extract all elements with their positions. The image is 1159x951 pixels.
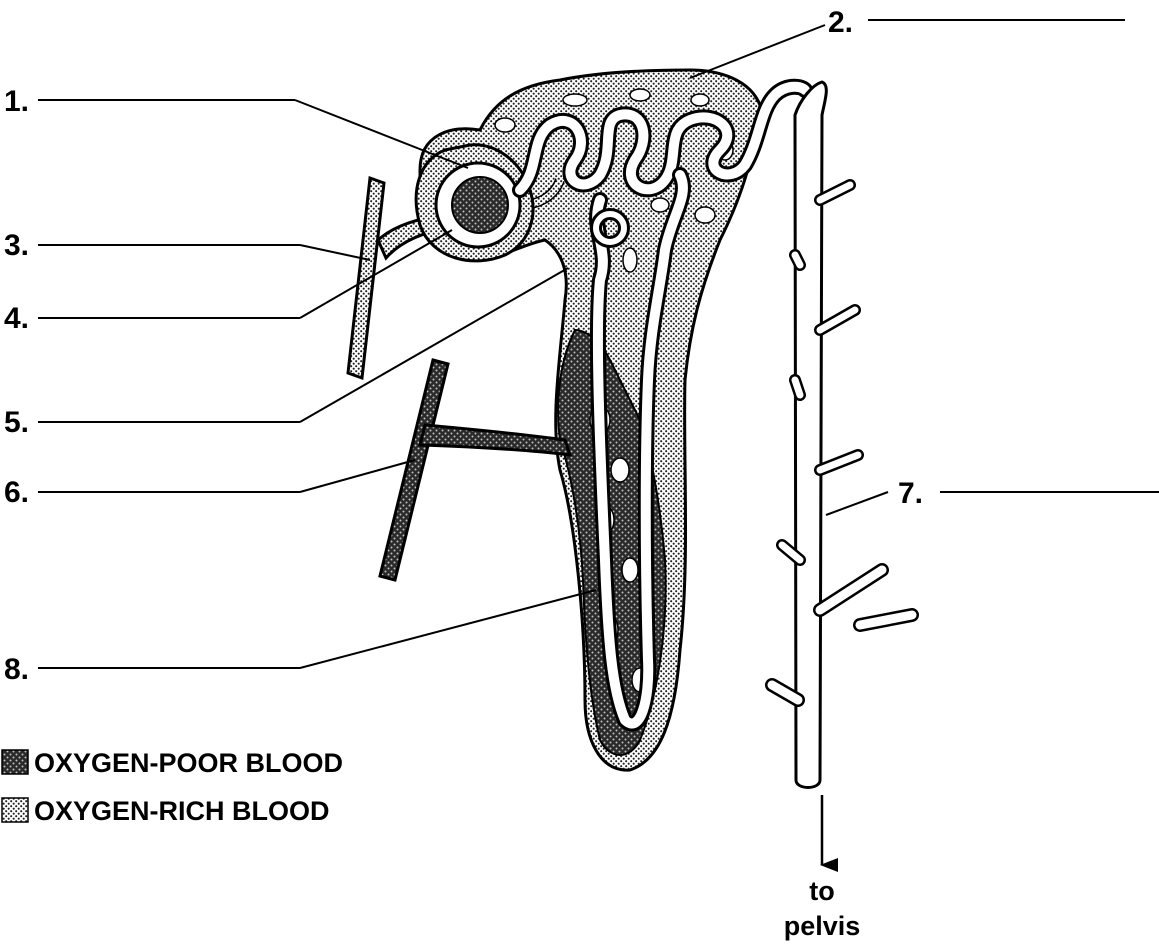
label-7: 7.	[898, 477, 923, 510]
legend-swatch-oxygen-poor	[2, 750, 28, 774]
label-2: 2.	[828, 6, 853, 39]
label-5: 5.	[4, 406, 29, 439]
to-pelvis-caption-line1: to	[809, 876, 834, 906]
label-1: 1.	[4, 85, 29, 118]
to-pelvis-caption-line2: pelvis	[784, 911, 861, 941]
label-6: 6.	[4, 476, 29, 509]
label-3: 3.	[4, 229, 29, 262]
glomerulus	[452, 177, 508, 233]
legend-label-oxygen-poor: OXYGEN-POOR BLOOD	[34, 748, 343, 778]
legend: OXYGEN-POOR BLOOD OXYGEN-RICH BLOOD	[2, 748, 343, 826]
glomerular-capsule	[416, 145, 533, 261]
interlobular-artery	[348, 178, 384, 378]
label-8: 8.	[4, 653, 29, 686]
collecting-duct	[772, 82, 912, 788]
legend-label-oxygen-rich: OXYGEN-RICH BLOOD	[34, 796, 330, 826]
interlobular-vein	[380, 360, 448, 580]
label-4: 4.	[4, 302, 29, 335]
vein-branch	[420, 425, 570, 455]
legend-swatch-oxygen-rich	[2, 798, 28, 822]
